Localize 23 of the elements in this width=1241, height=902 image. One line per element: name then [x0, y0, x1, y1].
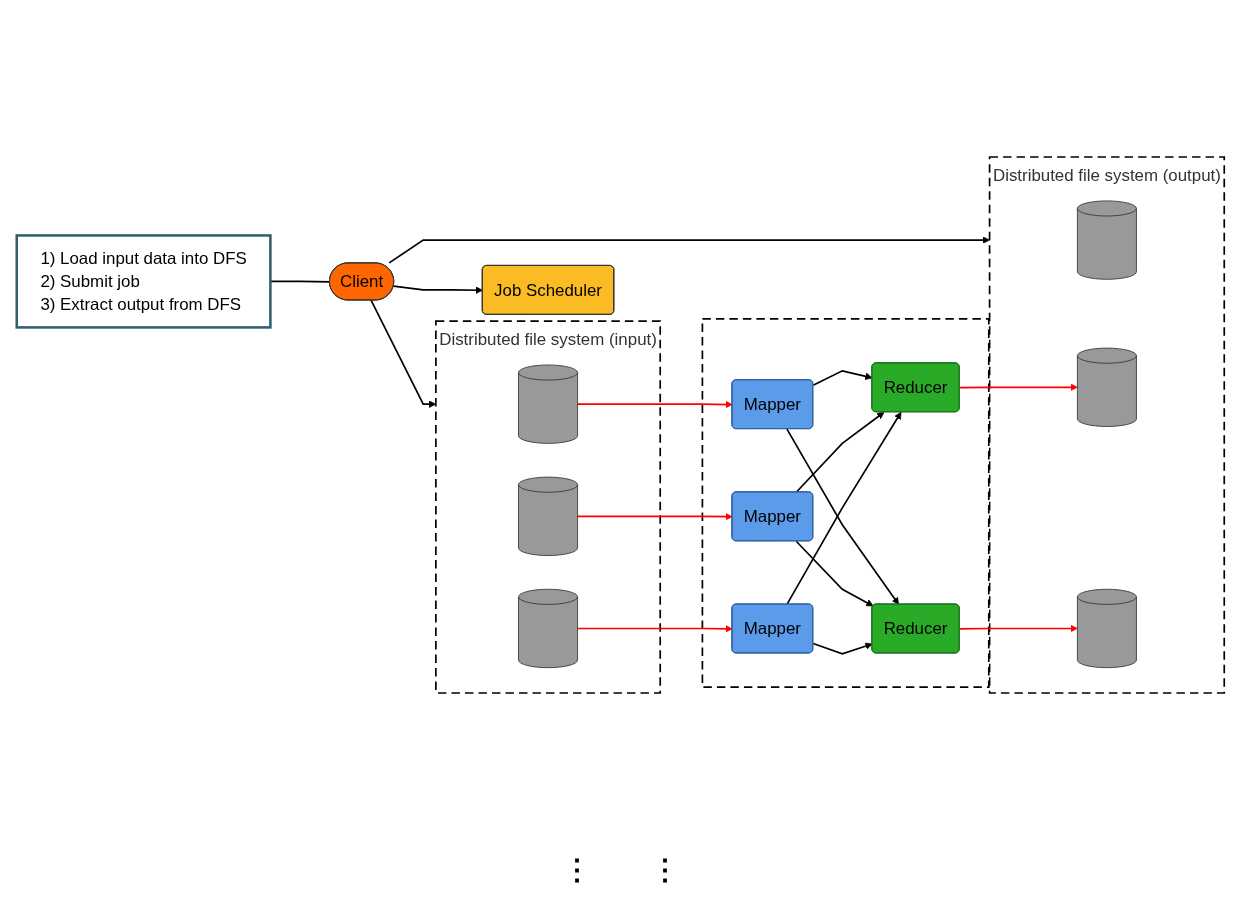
node-cylinder — [518, 364, 578, 444]
arrow — [392, 285, 484, 294]
cluster — [701, 318, 990, 688]
node-cylinder — [1076, 200, 1137, 280]
arrow — [370, 299, 437, 408]
ellipsis-label: ⋮ — [562, 852, 591, 886]
arrow — [576, 400, 733, 409]
arrow — [576, 512, 733, 521]
arrow — [795, 540, 874, 607]
cluster: Distributed file system (input) — [435, 320, 662, 694]
cluster: Distributed file system (output) — [988, 156, 1226, 694]
arrow — [958, 624, 1078, 633]
node-cylinder — [518, 476, 578, 556]
arrow — [576, 625, 733, 633]
node-cylinder — [1076, 347, 1137, 427]
arrow — [812, 369, 873, 387]
node-cylinder — [1076, 588, 1137, 669]
node-cylinder — [518, 588, 578, 669]
arrow — [812, 642, 873, 655]
arrow — [958, 383, 1078, 391]
node-box: 1) Load input data into DFS 2) Submit job 3) Extract output from DFS — [15, 234, 272, 329]
arrow — [388, 236, 990, 264]
ellipsis-label: ⋮ — [650, 852, 679, 886]
